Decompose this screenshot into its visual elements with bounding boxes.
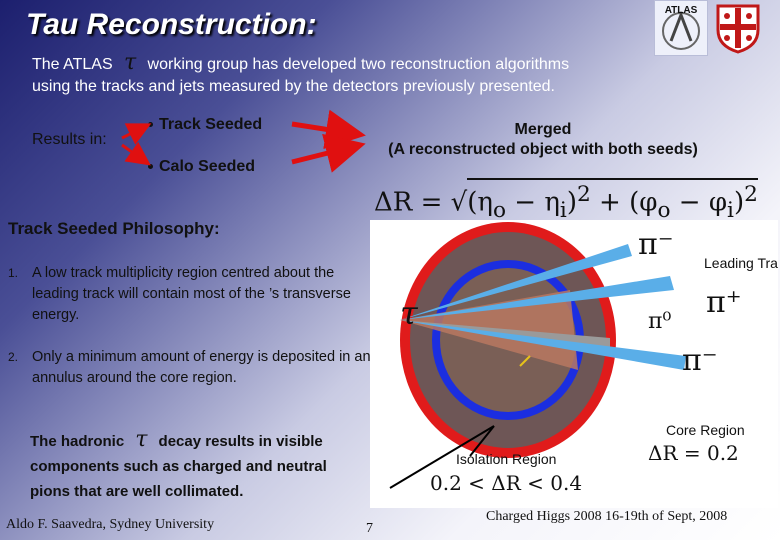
delta-r-formula: ΔR = √(ηo − ηi)2 + (φo − φi)2: [374, 178, 758, 223]
leading-track-label: Leading Track: [704, 255, 778, 271]
pi-plus-label: π⁺: [706, 285, 742, 320]
footer-author: Aldo F. Saavedra, Sydney University: [6, 517, 215, 532]
leading-track: [400, 276, 674, 320]
tau-symbol: τ: [124, 50, 137, 75]
diagram-tau-label: τ: [400, 294, 419, 332]
slide-title: Tau Reconstruction:: [26, 8, 317, 41]
annulus-width-marker: [519, 355, 531, 367]
merged-line1: Merged: [514, 121, 572, 138]
hadronic-part2: decay results in visible components such…: [30, 433, 327, 500]
footer-conference: Charged Higgs 2008 16-19th of Sept, 2008: [486, 509, 728, 524]
merged-line2: (A reconstructed object with both seeds): [388, 141, 698, 158]
arrow-calo-to-merged: [291, 133, 366, 173]
pi-minus-top-label: π⁻: [638, 227, 674, 262]
atlas-logo: ATLAS: [654, 0, 708, 56]
bullet-icon: [148, 164, 153, 170]
pi-minus-top-track: [400, 244, 632, 320]
list-text: Only a minimum amount of energy is depos…: [32, 349, 371, 386]
intro-part1: The ATLAS: [32, 56, 113, 73]
list-number: 1.: [8, 266, 19, 280]
isolation-region-label: Isolation Region: [456, 451, 556, 467]
arrow-to-calo-seeded: [121, 141, 151, 166]
list-item: 1. A low track multiplicity region centr…: [8, 263, 378, 333]
list-text: A low track multiplicity region centred …: [32, 265, 351, 323]
intro-part2: working group has developed two reconstr…: [147, 56, 570, 73]
hadronic-part1: The hadronic: [30, 433, 125, 450]
philosophy-heading: Track Seeded Philosophy:: [8, 219, 220, 238]
tau-symbol: τ: [135, 427, 148, 452]
arrow-to-track-seeded: [121, 123, 152, 145]
pointer-core: [469, 425, 495, 457]
intro-part3: using the tracks and jets measured by th…: [32, 78, 555, 95]
merged-label: Merged (A reconstructed object with both…: [368, 120, 718, 160]
seed-calo-label: Calo Seeded: [159, 158, 256, 175]
atlas-logo-text: ATLAS: [665, 5, 698, 16]
pi-minus-bottom-track: [400, 320, 686, 370]
seed-track-label: Track Seeded: [159, 116, 263, 133]
arrow-track-to-merged: [291, 109, 366, 150]
tau-decay-diagram: τ π⁻ π⁰ π⁺ π⁻ Leading Track Core Region …: [370, 220, 780, 508]
intro-paragraph: The ATLAS τ working group has developed …: [32, 52, 652, 98]
pointer-isolation: [389, 425, 495, 489]
pi-minus-bottom-label: π⁻: [682, 343, 718, 378]
university-crest-logo: [712, 2, 764, 54]
isolation-region-formula: 0.2 < ΔR < 0.4: [430, 471, 582, 495]
core-region-formula: ΔR = 0.2: [648, 441, 739, 465]
list-item: 2. Only a minimum amount of energy is de…: [8, 347, 378, 417]
pi-zero-label: π⁰: [648, 309, 671, 334]
results-label: Results in:: [32, 131, 107, 148]
seed-calo: Calo Seeded: [148, 158, 255, 176]
core-region-label: Core Region: [666, 422, 745, 438]
page-number: 7: [366, 521, 373, 536]
hadronic-paragraph: The hadronic τ decay results in visible …: [30, 427, 370, 504]
list-number: 2.: [8, 350, 19, 364]
